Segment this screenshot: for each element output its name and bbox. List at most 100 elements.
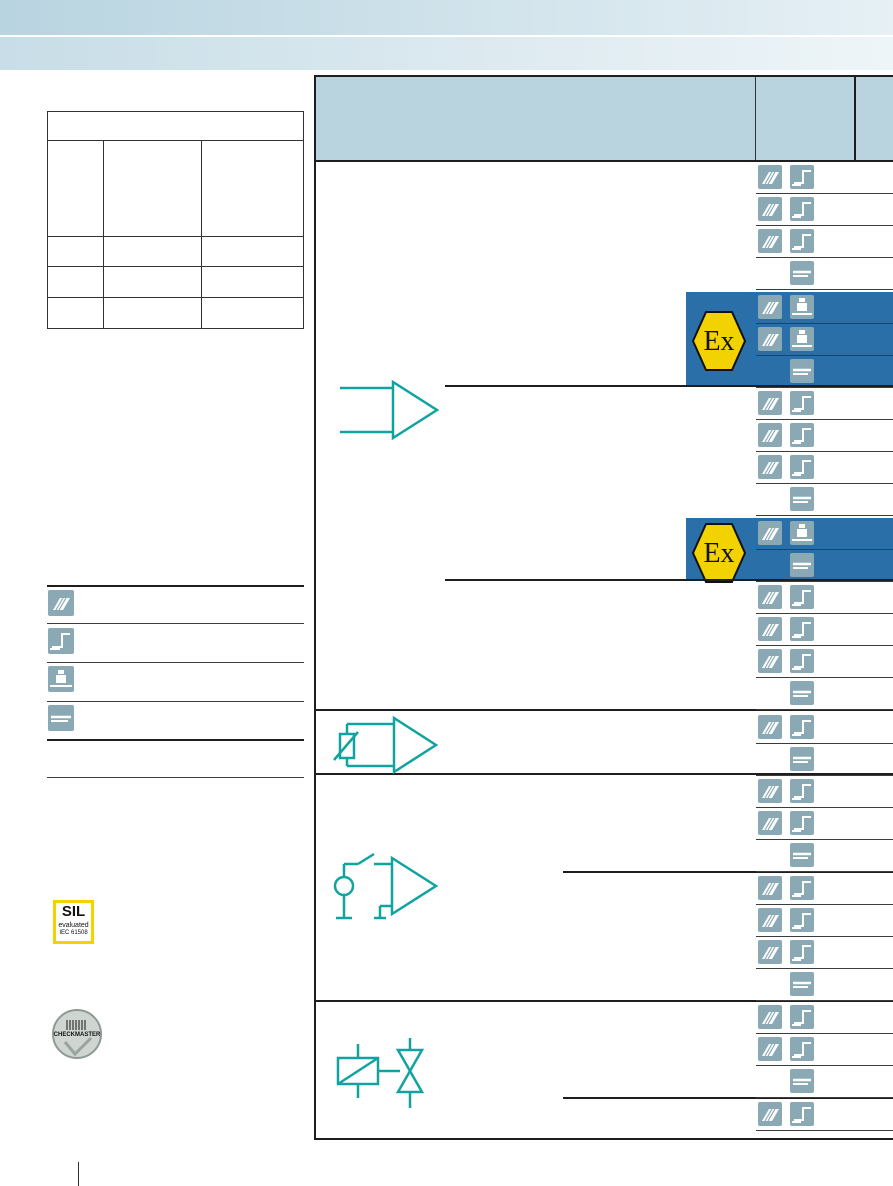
- option-row-rule: [756, 323, 893, 324]
- surface-mount-icon: [758, 1005, 782, 1029]
- sil-badge-std: IEC 61508: [59, 930, 88, 936]
- legend-rule: [47, 701, 304, 702]
- option-row-rule: [756, 936, 893, 937]
- sil-badge-sub: evaluated: [58, 922, 89, 929]
- cable-gland-icon: [790, 617, 814, 641]
- option-row-rule: [756, 807, 893, 808]
- option-row-rule: [756, 968, 893, 969]
- header-rule: [316, 160, 893, 162]
- cable-gland-icon: [790, 715, 814, 739]
- surface-mount-icon: [758, 811, 782, 835]
- surface-mount-icon: [758, 1037, 782, 1061]
- surface-mount-icon: [758, 617, 782, 641]
- option-row-rule: [756, 387, 893, 388]
- surface-mount-icon: [758, 585, 782, 609]
- subgroup-rule: [563, 1097, 893, 1099]
- option-row-rule: [756, 581, 893, 582]
- temperature-transmitter-symbol: [333, 715, 439, 775]
- surface-mount-icon: [758, 423, 782, 447]
- cable-gland-icon: [790, 1037, 814, 1061]
- surface-mount-icon: [758, 715, 782, 739]
- option-row-rule: [756, 904, 893, 905]
- cable-gland-icon: [790, 455, 814, 479]
- cable-gland-icon: [790, 229, 814, 253]
- cable-gland-icon: [790, 423, 814, 447]
- surface-mount-icon: [758, 779, 782, 803]
- surface-mount-icon: [48, 590, 74, 616]
- option-row-rule: [756, 193, 893, 194]
- switch-amplifier-symbol: [333, 852, 439, 920]
- surface-mount-icon: [758, 455, 782, 479]
- spec-table: [47, 111, 304, 329]
- product-matrix-frame: [314, 75, 893, 1140]
- surface-mount-icon: [758, 295, 782, 319]
- option-row-rule: [756, 451, 893, 452]
- option-row-rule: [756, 775, 893, 776]
- checkmaster-label: CHECKMASTER: [53, 1032, 101, 1038]
- option-row-rule: [756, 1065, 893, 1066]
- atex-ex-label: Ex: [703, 326, 734, 357]
- din-rail-icon: [790, 553, 814, 577]
- solenoid-valve-symbol: [336, 1038, 425, 1108]
- cable-gland-icon: [48, 628, 74, 654]
- din-rail-icon: [790, 487, 814, 511]
- cable-gland-icon: [790, 197, 814, 221]
- cable-gland-icon: [790, 391, 814, 415]
- surface-mount-icon: [758, 391, 782, 415]
- din-rail-icon: [790, 261, 814, 285]
- legend-rule: [47, 662, 304, 663]
- cable-gland-icon: [790, 811, 814, 835]
- option-row-rule: [756, 1130, 893, 1131]
- option-row-rule: [756, 257, 893, 258]
- cable-gland-icon: [790, 940, 814, 964]
- din-rail-icon: [790, 843, 814, 867]
- surface-mount-icon: [758, 908, 782, 932]
- subgroup-rule: [445, 579, 893, 581]
- din-rail-icon: [790, 747, 814, 771]
- legend-bottom-rule: [47, 777, 304, 778]
- checkmaster-badge: CHECKMASTER: [51, 1008, 103, 1060]
- group-rule: [316, 1000, 893, 1002]
- atex-ex-icon: Ex: [691, 311, 747, 371]
- din-rail-icon: [790, 359, 814, 383]
- connector-plug-icon: [48, 666, 74, 692]
- cable-gland-icon: [790, 1005, 814, 1029]
- group-rule: [316, 709, 893, 711]
- option-row-rule: [756, 419, 893, 420]
- option-row-rule: [756, 743, 893, 744]
- legend-rule: [47, 623, 304, 624]
- cable-gland-icon: [790, 585, 814, 609]
- page-footer-rule: [78, 1162, 79, 1186]
- option-row-rule: [756, 839, 893, 840]
- subgroup-rule: [563, 871, 893, 873]
- connector-plug-icon: [790, 521, 814, 545]
- din-rail-icon: [48, 705, 74, 731]
- cable-gland-icon: [790, 876, 814, 900]
- page-subheader-band: [0, 35, 893, 70]
- option-row-rule: [756, 483, 893, 484]
- option-row-rule: [756, 1033, 893, 1034]
- din-rail-icon: [790, 681, 814, 705]
- cable-gland-icon: [790, 779, 814, 803]
- option-row-rule: [756, 289, 893, 290]
- option-row-rule: [756, 871, 893, 872]
- mounting-legend: [47, 585, 304, 778]
- option-row-rule: [756, 355, 893, 356]
- din-rail-icon: [790, 1069, 814, 1093]
- atex-ex-icon: Ex: [691, 523, 747, 583]
- legend-top-rule: [47, 585, 304, 587]
- connector-plug-icon: [790, 295, 814, 319]
- spec-table-grid: [47, 111, 304, 329]
- cable-gland-icon: [790, 165, 814, 189]
- cable-gland-icon: [790, 1102, 814, 1126]
- surface-mount-icon: [758, 649, 782, 673]
- option-row-rule: [756, 677, 893, 678]
- option-row-rule: [756, 515, 893, 516]
- surface-mount-icon: [758, 327, 782, 351]
- surface-mount-icon: [758, 1102, 782, 1126]
- page-header-band: [0, 0, 893, 35]
- sil-badge: SIL evaluated IEC 61508: [53, 900, 94, 944]
- option-row-rule: [756, 1000, 893, 1001]
- cable-gland-icon: [790, 908, 814, 932]
- option-row-rule: [756, 549, 893, 550]
